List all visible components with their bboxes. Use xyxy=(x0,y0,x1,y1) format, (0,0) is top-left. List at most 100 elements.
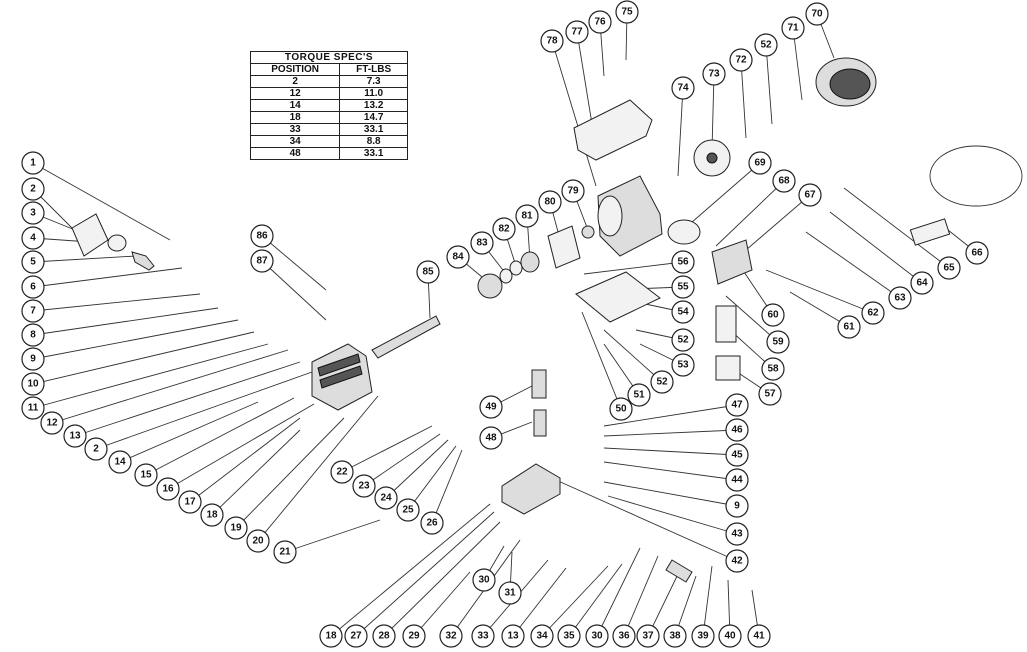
callout-number: 59 xyxy=(772,337,784,348)
part-callout-16: 16 xyxy=(156,477,180,501)
callout-circle xyxy=(612,624,636,648)
part-callout-5: 5 xyxy=(21,250,45,274)
callout-number: 85 xyxy=(422,267,434,278)
part-callout-84: 84 xyxy=(446,245,470,269)
callout-circle xyxy=(663,624,687,648)
callout-number: 57 xyxy=(764,389,776,400)
callout-number: 9 xyxy=(734,501,740,512)
part-callout-62: 62 xyxy=(861,301,885,325)
callout-circle xyxy=(561,179,585,203)
callout-number: 79 xyxy=(567,186,579,197)
callout-circle xyxy=(515,204,539,228)
leader-line xyxy=(32,319,239,360)
callout-circle xyxy=(396,498,420,522)
callout-circle xyxy=(636,624,660,648)
callout-circle xyxy=(671,328,695,352)
callout-circle xyxy=(758,382,782,406)
part-callout-83: 83 xyxy=(470,231,494,255)
part-shapes xyxy=(71,57,1023,583)
part-callout-53: 53 xyxy=(671,353,695,377)
callout-circle xyxy=(910,271,934,295)
part-callout-52: 52 xyxy=(754,33,778,57)
part-callout-3: 3 xyxy=(21,201,45,225)
part-callout-46: 46 xyxy=(725,418,749,442)
part-callout-28: 28 xyxy=(372,624,396,648)
leader-line xyxy=(792,27,803,101)
callout-circle xyxy=(21,396,45,420)
callout-number: 13 xyxy=(507,631,519,642)
leader-line xyxy=(512,567,567,637)
leader-line xyxy=(407,445,457,511)
callout-circle xyxy=(470,231,494,255)
part-callout-12: 12 xyxy=(40,411,64,435)
leader-line xyxy=(551,40,597,187)
callout-circle xyxy=(471,624,495,648)
part-callout-26: 26 xyxy=(420,511,444,535)
callout-circle xyxy=(861,301,885,325)
callout-circle xyxy=(479,426,503,450)
callout-circle xyxy=(501,624,525,648)
part-callout-52: 52 xyxy=(650,370,674,394)
callout-circle xyxy=(609,397,633,421)
callout-number: 52 xyxy=(677,335,689,346)
callout-number: 9 xyxy=(30,354,36,365)
callout-number: 46 xyxy=(731,425,743,436)
part-callout-30: 30 xyxy=(585,624,609,648)
leader-line xyxy=(541,565,609,637)
fan-cover-grille xyxy=(829,68,871,100)
callout-circle xyxy=(330,460,354,484)
leader-line xyxy=(167,403,315,490)
callout-layer: 1234567891011121321415161718192021222324… xyxy=(21,0,989,648)
callout-number: 15 xyxy=(140,470,152,481)
callout-circle xyxy=(766,330,790,354)
part-callout-13: 13 xyxy=(501,624,525,648)
callout-number: 40 xyxy=(724,631,736,642)
callout-circle xyxy=(273,540,297,564)
part-callout-4: 4 xyxy=(21,226,45,250)
callout-number: 44 xyxy=(731,475,743,486)
callout-circle xyxy=(650,370,674,394)
leader-line xyxy=(383,521,501,637)
callout-circle xyxy=(21,323,45,347)
callout-circle xyxy=(965,241,989,265)
callout-circle xyxy=(21,372,45,396)
leader-line xyxy=(603,404,738,427)
pump-cover-plate xyxy=(71,213,109,257)
callout-number: 65 xyxy=(943,263,955,274)
nozzle-37 xyxy=(665,559,693,583)
callout-number: 6 xyxy=(30,282,36,293)
callout-circle xyxy=(352,474,376,498)
callout-number: 31 xyxy=(504,588,516,599)
ring-82 xyxy=(509,260,523,276)
callout-circle xyxy=(530,624,554,648)
part-callout-7: 7 xyxy=(21,299,45,323)
callout-number: 10 xyxy=(27,379,39,390)
part-callout-23: 23 xyxy=(352,474,376,498)
part-callout-31: 31 xyxy=(498,581,522,605)
callout-circle xyxy=(585,624,609,648)
callout-circle xyxy=(615,0,639,24)
part-callout-32: 32 xyxy=(439,624,463,648)
part-callout-80: 80 xyxy=(538,190,562,214)
leader-line xyxy=(431,449,463,524)
callout-circle xyxy=(761,357,785,381)
torque-position: 48 xyxy=(249,147,341,160)
gfci-plug-66 xyxy=(909,218,951,246)
callout-number: 20 xyxy=(252,536,264,547)
part-callout-37: 37 xyxy=(636,624,660,648)
part-callout-1: 1 xyxy=(21,151,45,175)
part-callout-61: 61 xyxy=(837,315,861,339)
leader-line xyxy=(74,361,301,437)
leader-line xyxy=(647,569,681,637)
bearing-84 xyxy=(477,273,503,299)
leader-line xyxy=(740,59,747,139)
callout-circle xyxy=(671,76,695,100)
callout-number: 43 xyxy=(731,529,743,540)
fan-hub xyxy=(706,152,718,164)
callout-number: 82 xyxy=(498,224,510,235)
callout-number: 24 xyxy=(380,493,392,504)
o-ring-69 xyxy=(667,219,701,245)
part-callout-15: 15 xyxy=(134,463,158,487)
callout-number: 61 xyxy=(843,322,855,333)
